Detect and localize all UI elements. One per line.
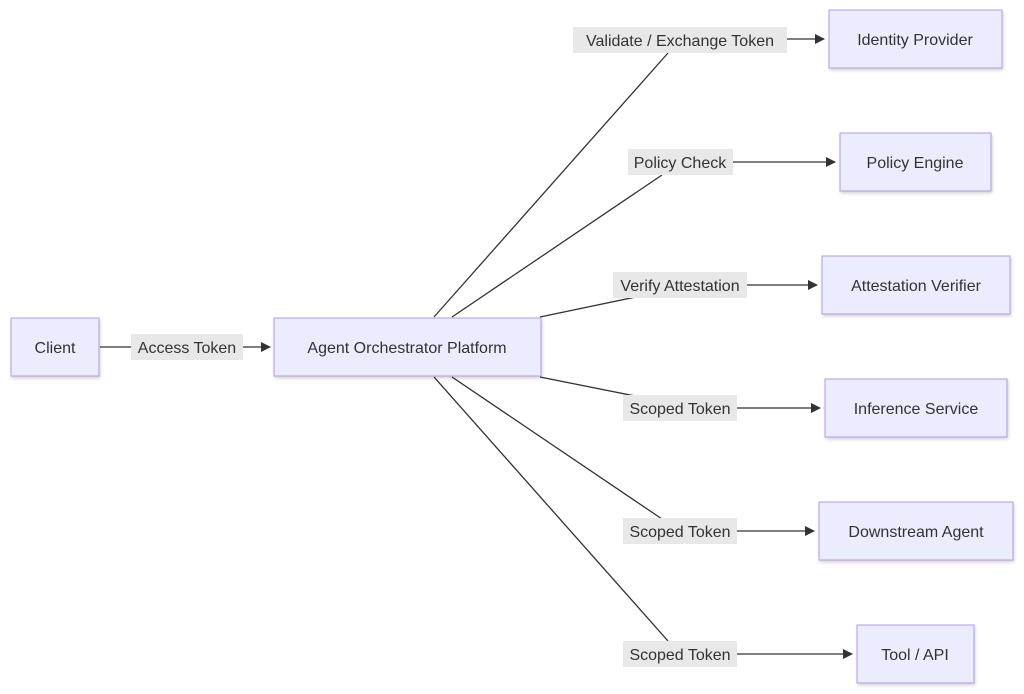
- edge-label-text: Access Token: [138, 340, 236, 357]
- edge-label-scoped-token-tool: Scoped Token: [623, 641, 737, 667]
- node-policy-engine[interactable]: Policy Engine: [839, 132, 992, 192]
- edge-label-scoped-token-downstream: Scoped Token: [623, 518, 737, 544]
- node-downstream-agent[interactable]: Downstream Agent: [818, 501, 1014, 561]
- node-label: Tool / API: [881, 647, 949, 664]
- node-agent-orchestrator-platform[interactable]: Agent Orchestrator Platform: [273, 317, 542, 377]
- edge-orchestrator-tool-api: [433, 376, 669, 642]
- edge-label-validate-exchange-token: Validate / Exchange Token: [573, 27, 787, 53]
- edge-orchestrator-downstream-agent: [451, 376, 663, 520]
- nodes: Client Agent Orchestrator Platform Ident…: [10, 9, 1014, 684]
- edge-orchestrator-policy-engine: [451, 174, 663, 318]
- edge-label-verify-attestation: Verify Attestation: [613, 272, 747, 298]
- node-label: Identity Provider: [857, 32, 973, 49]
- node-label: Policy Engine: [867, 155, 964, 172]
- edge-label-text: Scoped Token: [629, 647, 730, 664]
- node-label: Client: [35, 340, 76, 357]
- edge-label-policy-check: Policy Check: [628, 149, 733, 175]
- edge-label-text: Policy Check: [634, 155, 727, 172]
- edge-label-text: Verify Attestation: [620, 278, 739, 295]
- edge-label-access-token: Access Token: [131, 334, 243, 360]
- edge-label-text: Scoped Token: [629, 401, 730, 418]
- edge-label-text: Scoped Token: [629, 524, 730, 541]
- node-label: Attestation Verifier: [851, 278, 982, 295]
- edge-labels: Access Token Validate / Exchange Token P…: [131, 27, 787, 667]
- node-identity-provider[interactable]: Identity Provider: [828, 9, 1003, 69]
- edges: [100, 34, 853, 659]
- edge-orchestrator-identity-provider: [433, 52, 669, 318]
- node-label: Agent Orchestrator Platform: [307, 340, 506, 357]
- node-inference-service[interactable]: Inference Service: [824, 378, 1008, 438]
- node-client[interactable]: Client: [10, 317, 100, 377]
- node-tool-api[interactable]: Tool / API: [856, 624, 975, 684]
- node-label: Inference Service: [854, 401, 979, 418]
- edge-label-scoped-token-inference: Scoped Token: [623, 395, 737, 421]
- edge-label-text: Validate / Exchange Token: [586, 33, 774, 50]
- node-attestation-verifier[interactable]: Attestation Verifier: [821, 255, 1011, 315]
- node-label: Downstream Agent: [848, 524, 984, 541]
